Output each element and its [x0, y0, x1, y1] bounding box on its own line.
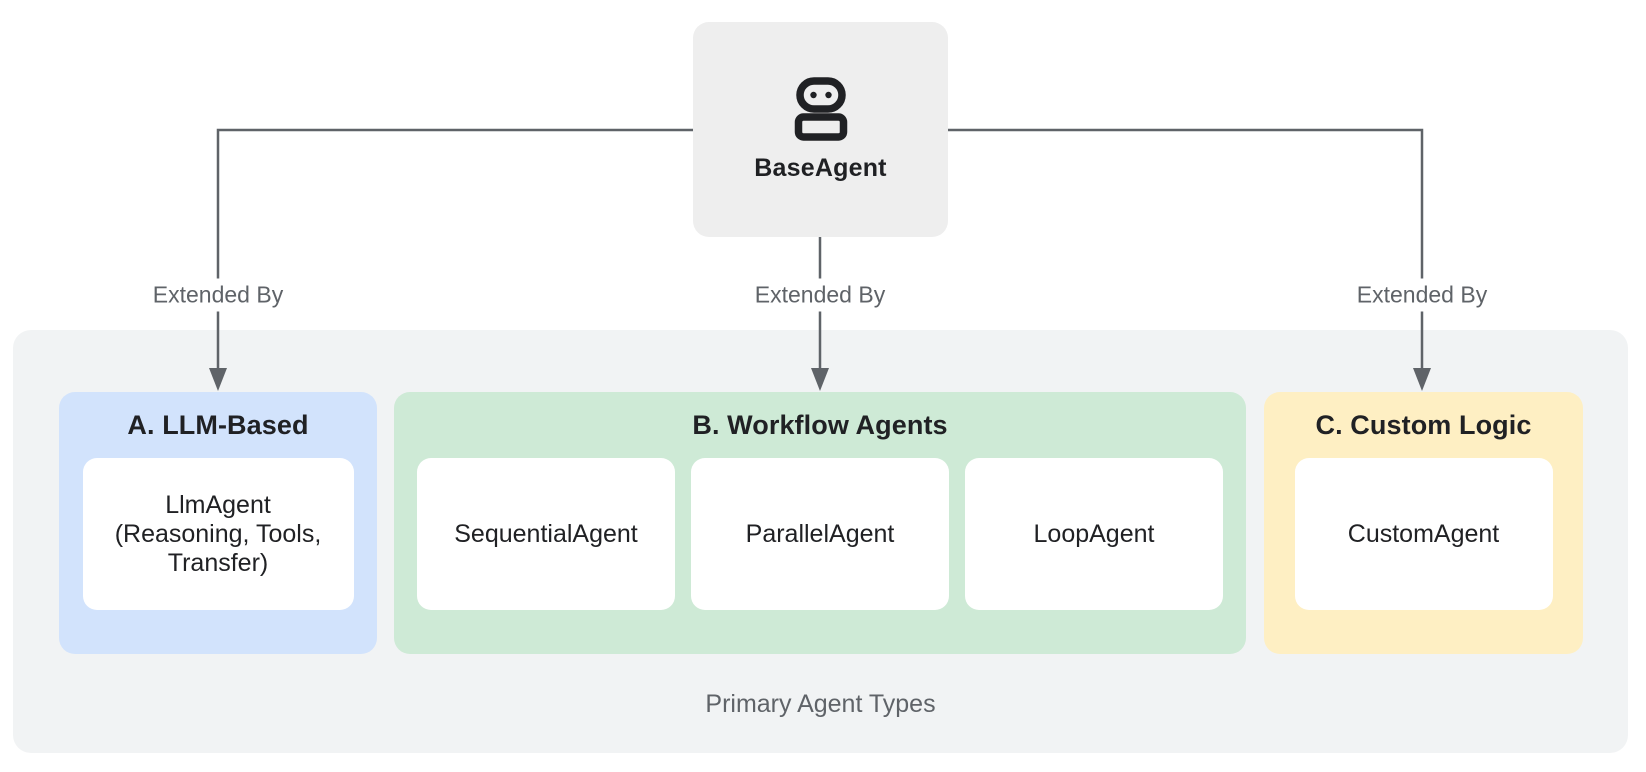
edge-label-center: Extended By: [744, 278, 896, 312]
group-custom-logic-title: C. Custom Logic: [1315, 409, 1532, 440]
arrowhead-right-icon: [1413, 368, 1431, 391]
arrowhead-left-icon: [209, 368, 227, 391]
llm-agent-card-line: (Reasoning, Tools,: [114, 519, 322, 548]
group-workflow-agents-cards: SequentialAgent ParallelAgent LoopAgent: [394, 458, 1246, 610]
arrowhead-center-icon: [811, 368, 829, 391]
parallel-agent-card-label: ParallelAgent: [745, 519, 895, 548]
diagram-caption: Primary Agent Types: [705, 690, 936, 718]
llm-agent-card: LlmAgent (Reasoning, Tools, Transfer): [82, 458, 354, 610]
group-custom-logic-cards: CustomAgent: [1264, 458, 1583, 610]
connector-left: [216, 128, 693, 371]
sequential-agent-card: SequentialAgent: [417, 458, 675, 610]
sequential-agent-card-label: SequentialAgent: [454, 519, 638, 548]
base-agent-label: BaseAgent: [754, 154, 887, 182]
connector-right: [948, 128, 1424, 371]
llm-agent-card-line: LlmAgent: [165, 490, 271, 519]
robot-icon: [794, 77, 847, 141]
llm-agent-card-line: Transfer): [167, 548, 269, 577]
custom-agent-card: CustomAgent: [1294, 458, 1553, 610]
group-llm-based-cards: LlmAgent (Reasoning, Tools, Transfer): [59, 458, 377, 610]
parallel-agent-card: ParallelAgent: [691, 458, 949, 610]
base-agent-node: BaseAgent: [693, 22, 948, 237]
group-workflow-agents: B. Workflow Agents SequentialAgent Paral…: [394, 392, 1246, 654]
group-custom-logic: C. Custom Logic CustomAgent: [1264, 392, 1583, 654]
loop-agent-card-label: LoopAgent: [1033, 519, 1155, 548]
group-llm-based: A. LLM-Based LlmAgent (Reasoning, Tools,…: [59, 392, 377, 654]
custom-agent-card-label: CustomAgent: [1347, 519, 1500, 548]
edge-label-left: Extended By: [142, 278, 294, 312]
loop-agent-card: LoopAgent: [965, 458, 1223, 610]
group-workflow-agents-title: B. Workflow Agents: [692, 409, 948, 440]
edge-label-right: Extended By: [1346, 278, 1498, 312]
group-llm-based-title: A. LLM-Based: [127, 409, 309, 440]
